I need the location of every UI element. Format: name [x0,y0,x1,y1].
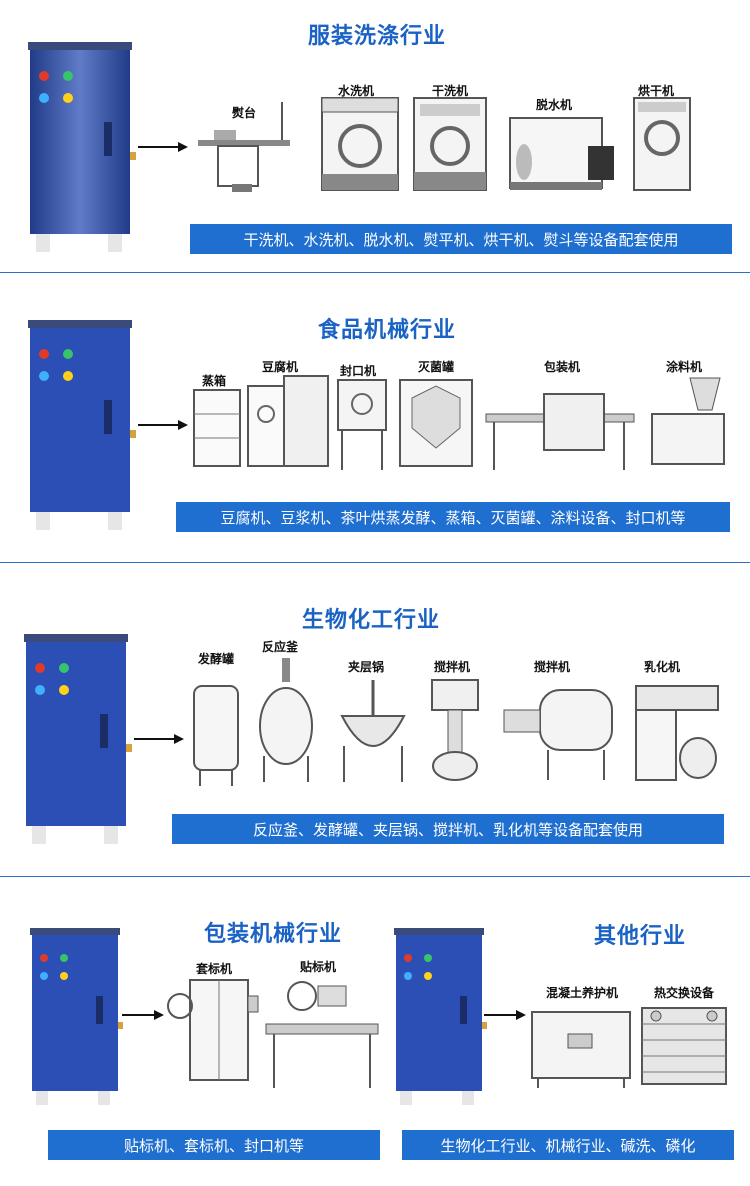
steam-generator-icon [394,928,487,1105]
section-title-biochem: 生物化工行业 [302,608,441,633]
jacketed-kettle-icon [340,680,406,782]
machine-label: 涂料机 [666,360,703,374]
dehydrator-icon [509,117,614,190]
machine-label: 灭菌罐 [418,360,455,374]
sterilization-tank-icon [399,379,473,467]
section-banner-food: 豆腐机、豆浆机、茶叶烘蒸发酵、蒸箱、灭菌罐、涂料设备、封口机等 [176,502,730,532]
horizontal-mixer-icon [503,689,613,780]
machine-label: 发酵罐 [198,652,235,666]
section-title-packaging: 包装机械行业 [204,922,343,947]
section-divider [0,876,750,877]
machine-label: 夹层锅 [348,660,385,674]
dry-cleaning-machine-icon [413,97,487,191]
section-banner-packaging: 贴标机、套标机、封口机等 [48,1130,380,1160]
machine-label: 烘干机 [638,84,675,98]
sleeve-labeling-machine-icon [167,979,259,1081]
arrow-right-icon [138,142,188,152]
machine-label: 混凝土养护机 [546,986,619,1000]
labeling-machine-icon [265,981,379,1088]
machine-label: 套标机 [196,962,233,976]
arrow-right-icon [134,734,184,744]
sealing-machine-icon [337,379,387,470]
arrow-right-icon [484,1010,526,1020]
section-title-food: 食品机械行业 [318,318,457,343]
machine-label: 熨台 [232,106,257,120]
machine-label: 干洗机 [432,84,469,98]
fermentation-tank-icon [193,685,239,786]
heat-exchanger-icon [641,1007,727,1085]
section-divider [0,272,750,273]
machine-label: 蒸箱 [202,374,227,388]
arrow-right-icon [138,420,188,430]
machine-label: 贴标机 [300,960,337,974]
mixer-icon [431,679,479,781]
machine-label: 反应釜 [262,640,299,654]
packaging-machine-icon [485,393,635,470]
arrow-right-icon [122,1010,164,1020]
machine-label: 搅拌机 [534,660,571,674]
concrete-curing-machine-icon [531,1011,631,1088]
machine-label: 热交换设备 [654,986,715,1000]
machine-label: 水洗机 [338,84,375,98]
machine-label: 豆腐机 [262,360,299,374]
section-banner-garment: 干洗机、水洗机、脱水机、熨平机、烘干机、熨斗等设备配套使用 [190,224,732,254]
steam-generator-icon [28,42,136,252]
section-banner-other: 生物化工行业、机械行业、碱洗、磷化 [402,1130,734,1160]
washing-machine-icon [321,97,399,191]
section-title-other: 其他行业 [594,924,687,949]
machine-label: 封口机 [340,364,377,378]
section-title-garment: 服装洗涤行业 [308,24,447,49]
tofu-machine-icon [247,375,329,467]
steam-generator-icon [30,928,123,1105]
steam-generator-icon [28,320,136,530]
reactor-icon [259,658,313,782]
ironing-table-icon [198,102,290,192]
machine-label: 包装机 [544,360,581,374]
emulsifier-icon [635,685,719,781]
machine-label: 脱水机 [536,98,573,112]
section-banner-biochem: 反应釜、发酵罐、夹层锅、搅拌机、乳化机等设备配套使用 [172,814,724,844]
section-divider [0,562,750,563]
steam-generator-icon [24,634,132,844]
coating-machine-icon [651,377,725,465]
machine-label: 乳化机 [644,660,681,674]
machine-label: 搅拌机 [434,660,471,674]
dryer-icon [633,97,691,191]
steamer-icon [193,389,241,467]
